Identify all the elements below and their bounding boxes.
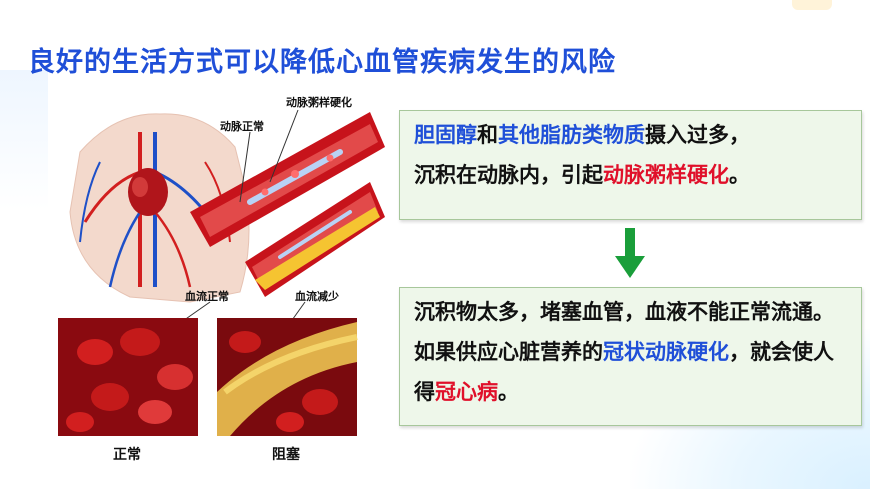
text-blockage: 沉积物太多，堵塞血管，血液不能正常流通。如果供应心脏营养的 (414, 300, 834, 364)
text-excess-intake: 摄入过多， (645, 123, 750, 147)
artery-illustration-graphic (58, 109, 385, 436)
text-and: 和 (477, 123, 498, 147)
text-period: 。 (729, 163, 750, 187)
text-period-2: 。 (498, 380, 519, 404)
highlight-other-fats: 其他脂肪类物质 (498, 123, 645, 147)
highlight-cholesterol: 胆固醇 (414, 123, 477, 147)
caption-blocked: 阻塞 (272, 447, 300, 463)
label-normal-artery: 动脉正常 (220, 120, 264, 133)
label-blood-reduced: 血流减少 (295, 290, 339, 303)
cause-text-box: 胆固醇和其他脂肪类物质摄入过多， 沉积在动脉内，引起动脉粥样硬化。 (399, 110, 862, 220)
text-cause-person: ，就会使人得 (414, 340, 834, 404)
highlight-coronary-heart-disease: 冠心病 (435, 380, 498, 404)
caption-normal: 正常 (113, 447, 141, 463)
label-blood-normal: 血流正常 (185, 290, 229, 303)
label-atherosclerosis: 动脉粥样硬化 (286, 96, 352, 109)
down-arrow-icon (615, 228, 645, 278)
artery-illustration: 动脉粥样硬化 动脉正常 血流正常 血流减少 正常 阻塞 (40, 92, 385, 472)
slide-title: 良好的生活方式可以降低心血管疾病发生的风险 (28, 47, 616, 78)
background-decoration-left (0, 70, 48, 210)
highlight-coronary-sclerosis: 冠状动脉硬化 (603, 340, 729, 364)
highlight-atherosclerosis: 动脉粥样硬化 (603, 163, 729, 187)
consequence-text-box: 沉积物太多，堵塞血管，血液不能正常流通。如果供应心脏营养的冠状动脉硬化，就会使人… (399, 287, 862, 426)
background-decoration-top-right (792, 0, 832, 10)
text-deposit: 沉积在动脉内，引起 (414, 163, 603, 187)
